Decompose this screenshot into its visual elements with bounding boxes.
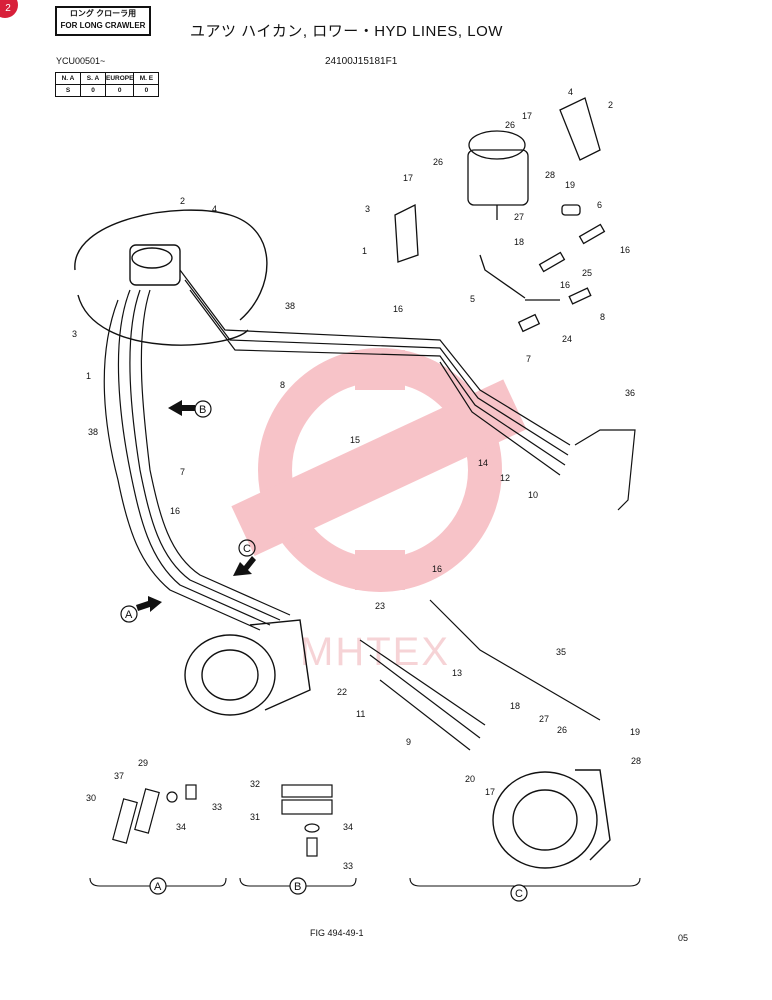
callout-label: 31 [250, 812, 260, 822]
callout-label: 17 [522, 111, 532, 121]
applicability-line-jp: ロング クローラ用 [69, 9, 137, 18]
applicability-label: ロング クローラ用 FOR LONG CRAWLER [55, 6, 151, 36]
callout-label: 19 [565, 180, 575, 190]
watermark-logo [231, 348, 527, 592]
callout-label: 38 [88, 427, 98, 437]
callout-label: 27 [514, 212, 524, 222]
view-brackets [89, 877, 641, 887]
callout-label: 30 [86, 793, 96, 803]
callout-label: 16 [620, 245, 630, 255]
view-label-a: A [154, 881, 162, 893]
detail-a-parts [112, 784, 197, 844]
region-header: M. E [133, 72, 160, 85]
callout-label: 28 [545, 170, 555, 180]
callout-label: 16 [560, 280, 570, 290]
callout-label: 5 [470, 294, 475, 304]
swing-frame [74, 209, 268, 346]
callout-label: 16 [393, 304, 403, 314]
callout-label: 17 [403, 173, 413, 183]
callout-label: 36 [625, 388, 635, 398]
callout-label: 7 [526, 354, 531, 364]
callout-label: 18 [510, 701, 520, 711]
callout-label: 26 [433, 157, 443, 167]
callout-label: 3 [72, 329, 77, 339]
callout-label: 4 [568, 87, 573, 97]
hydraulic-hoses [103, 269, 636, 751]
view-label-b: B [294, 881, 301, 893]
callout-label: 9 [406, 737, 411, 747]
part-number: 24100J15181F1 [325, 56, 398, 67]
region-value: 0 [104, 84, 135, 97]
detail-b-parts [281, 784, 333, 857]
callout-label: 33 [343, 861, 353, 871]
region-table-value-row: S 0 0 0 [55, 84, 160, 97]
serial-range: YCU00501~ [56, 56, 106, 66]
callout-label: 20 [465, 774, 475, 784]
view-marker-b: B [199, 404, 206, 416]
region-table: N. A S. A EUROPE M. E S 0 0 0 [55, 72, 160, 97]
callout-label: 13 [452, 668, 462, 678]
callout-label: 34 [176, 822, 186, 832]
callout-label: 6 [597, 200, 602, 210]
callout-label: 10 [528, 490, 538, 500]
callout-label: 35 [556, 647, 566, 657]
callout-label: 11 [356, 709, 365, 719]
callout-label: 33 [212, 802, 222, 812]
swivel-joint-detail [394, 97, 606, 333]
callout-label: 34 [343, 822, 353, 832]
corner-badge: 2 [0, 0, 18, 18]
callout-label: 12 [500, 473, 510, 483]
callout-label: 22 [337, 687, 347, 697]
callout-label: 29 [138, 758, 148, 768]
callout-label: 2 [608, 100, 613, 110]
callout-label: 25 [582, 268, 592, 278]
view-label-c: C [515, 888, 523, 900]
view-marker-c: C [243, 543, 251, 555]
callout-label: 3 [365, 204, 370, 214]
callout-label: 8 [600, 312, 605, 322]
page-title: ユアツ ハイカン, ロワー・HYD LINES, LOW [190, 23, 503, 40]
callout-label: 1 [362, 246, 367, 256]
callout-label: 15 [350, 435, 360, 445]
callout-label: 2 [180, 196, 185, 206]
callout-label: 18 [514, 237, 524, 247]
callout-label: 16 [432, 564, 442, 574]
region-value: 0 [133, 84, 160, 97]
view-arrows [136, 400, 256, 612]
callout-label: 28 [631, 756, 641, 766]
part-callouts: 4 2 17 26 26 17 28 19 6 3 1 27 18 16 25 … [72, 87, 641, 871]
travel-motor-left [184, 619, 311, 716]
callout-label: 32 [250, 779, 260, 789]
view-marker-a: A [125, 609, 133, 621]
callout-label: 8 [280, 380, 285, 390]
callout-label: 4 [212, 204, 217, 214]
callout-label: 1 [86, 371, 91, 381]
callout-label: 27 [539, 714, 549, 724]
callout-label: 17 [485, 787, 495, 797]
callout-label: 23 [375, 601, 385, 611]
page-code: 05 [678, 933, 689, 943]
callout-label: 38 [285, 301, 295, 311]
callout-label: 7 [180, 467, 185, 477]
watermark-text: MHTEX [300, 630, 450, 674]
callout-label: 24 [562, 334, 572, 344]
applicability-line-en: FOR LONG CRAWLER [60, 21, 146, 30]
callout-label: 37 [114, 771, 124, 781]
callout-label: 26 [505, 120, 515, 130]
callout-label: 26 [557, 725, 567, 735]
callout-label: 19 [630, 727, 640, 737]
travel-motor-right [492, 769, 611, 869]
region-value: 0 [80, 84, 106, 97]
view-markers [120, 400, 528, 902]
callout-label: 16 [170, 506, 180, 516]
callout-label: 14 [478, 458, 488, 468]
figure-id: FIG 494-49-1 [310, 928, 364, 938]
